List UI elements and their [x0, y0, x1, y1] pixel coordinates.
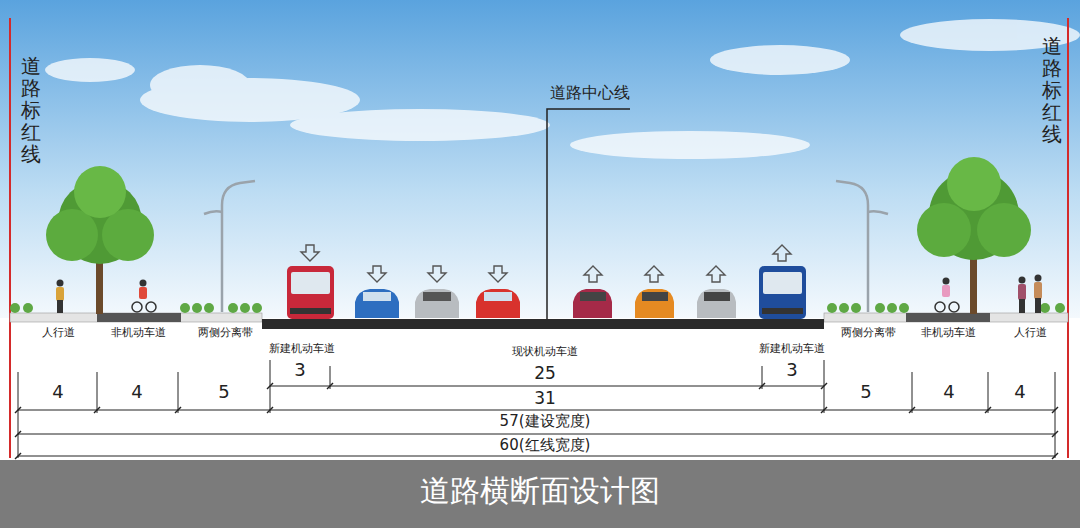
lane-name: 两侧分离带	[841, 327, 896, 340]
clouds	[45, 19, 1080, 159]
lane-name: 新建机动车道	[759, 343, 825, 356]
carriageway	[262, 319, 824, 329]
cyclist	[132, 278, 959, 313]
dimension-value: 31	[534, 389, 556, 409]
direction-arrow	[301, 245, 791, 282]
lane-name: 两侧分离带	[198, 327, 253, 340]
dimension-value: 3	[294, 360, 305, 381]
lane-name: 人行道	[1014, 327, 1047, 340]
diagram-title: 道路横断面设计图	[420, 474, 660, 509]
car	[355, 289, 736, 318]
bus	[287, 266, 806, 319]
lane-name: 人行道	[42, 327, 75, 340]
dimension-line	[18, 360, 1055, 458]
dimension-value: 4	[131, 382, 142, 403]
dimension-tick	[15, 383, 1058, 459]
leader-line	[547, 109, 630, 319]
lane-name: 非机动车道	[921, 327, 976, 340]
dimension-value: 60(红线宽度)	[500, 437, 591, 454]
red-line-label: 道路标红线	[1042, 35, 1062, 145]
tree	[917, 157, 1031, 314]
dimension-value: 25	[534, 364, 556, 384]
lane-name: 非机动车道	[111, 327, 166, 340]
bike-lane	[906, 313, 990, 322]
dimension-value: 57(建设宽度)	[500, 413, 591, 430]
dimension-value: 3	[786, 360, 797, 381]
red-line	[9, 18, 11, 458]
tree	[46, 166, 154, 314]
sidewalk	[10, 313, 262, 322]
sky	[0, 0, 1080, 318]
bike-lane	[97, 313, 181, 322]
red-line	[1067, 18, 1069, 458]
pedestrian	[56, 275, 1042, 314]
dimension-value: 4	[943, 382, 954, 403]
dimension-value: 5	[860, 382, 871, 403]
dimension-value: 4	[52, 382, 63, 403]
red-line-label: 道路标红线	[21, 55, 41, 165]
dimension-value: 5	[218, 382, 229, 403]
sidewalk	[824, 313, 1068, 322]
street-lamp	[204, 181, 888, 312]
title-bar	[0, 460, 1080, 528]
hedges	[10, 303, 1065, 313]
dimension-value: 4	[1014, 382, 1025, 403]
centerline-label: 道路中心线	[550, 84, 630, 102]
lane-name: 新建机动车道	[269, 343, 335, 356]
lane-name: 现状机动车道	[512, 346, 578, 359]
